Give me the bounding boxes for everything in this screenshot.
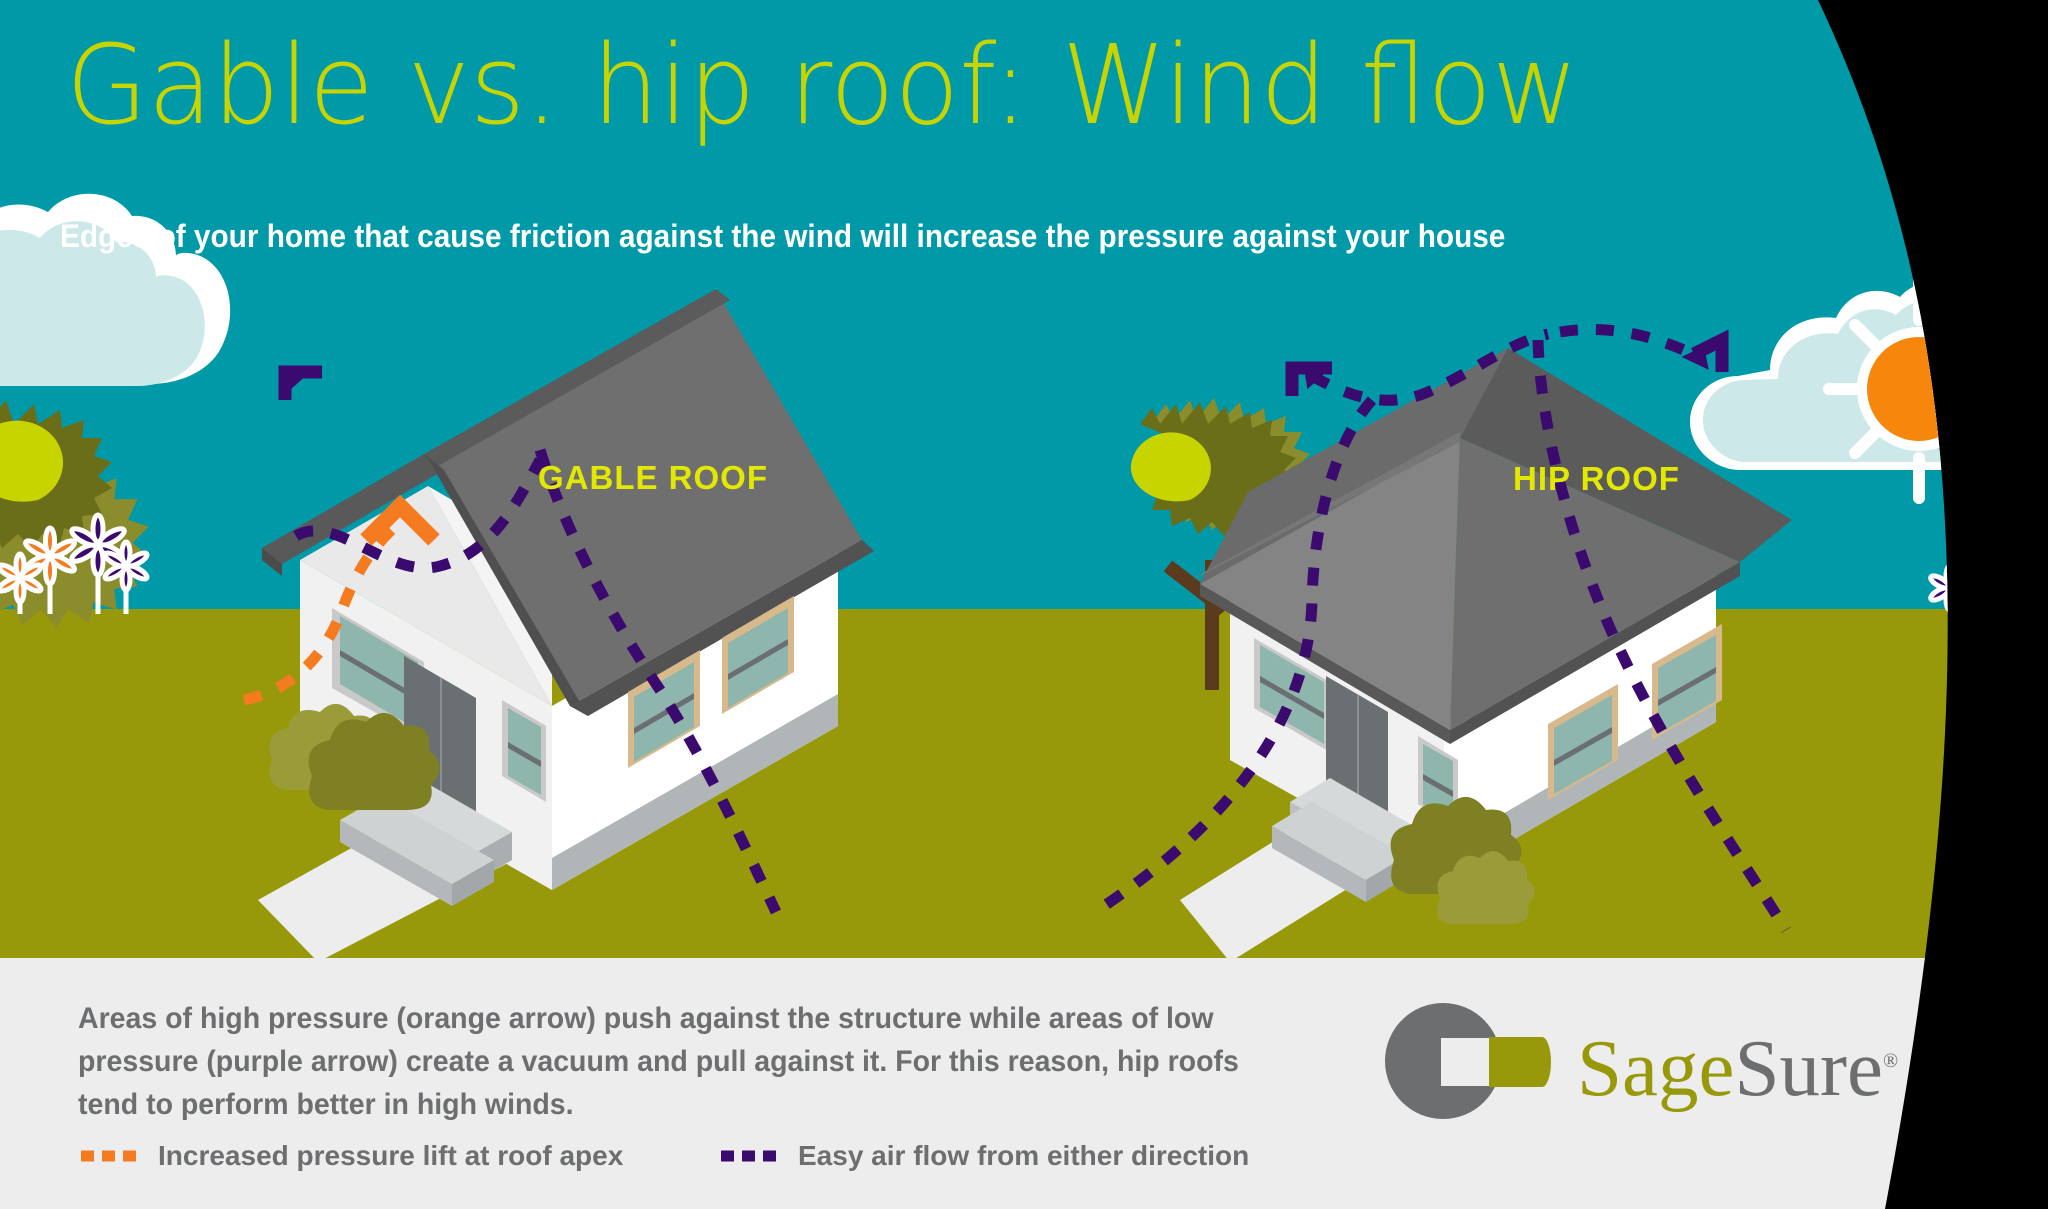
window (628, 650, 700, 768)
footer-panel (0, 958, 1948, 1209)
flowers-icon (0, 512, 150, 614)
flowers-icon (1928, 563, 1948, 614)
purple-flow-hip-left (1309, 328, 1550, 406)
purple-flow-hip-down-right (1532, 339, 1791, 933)
purple-flow-gable-down (534, 448, 781, 915)
roof-plane-left (1200, 438, 1460, 730)
cloud-icon (0, 193, 231, 386)
window (332, 608, 424, 740)
purple-flow-hip-down-left (1094, 396, 1377, 915)
window (1548, 684, 1618, 800)
airflow-arrows (242, 323, 1791, 933)
window (722, 596, 794, 714)
bush-icon (269, 703, 440, 810)
purple-flow-hip-right (1559, 323, 1687, 356)
bush-icon (1390, 796, 1535, 924)
window (1652, 624, 1722, 740)
window (502, 700, 546, 802)
orange-pressure-arrow (242, 517, 404, 706)
window (1254, 638, 1330, 752)
purple-flow-gable-top (293, 457, 545, 574)
